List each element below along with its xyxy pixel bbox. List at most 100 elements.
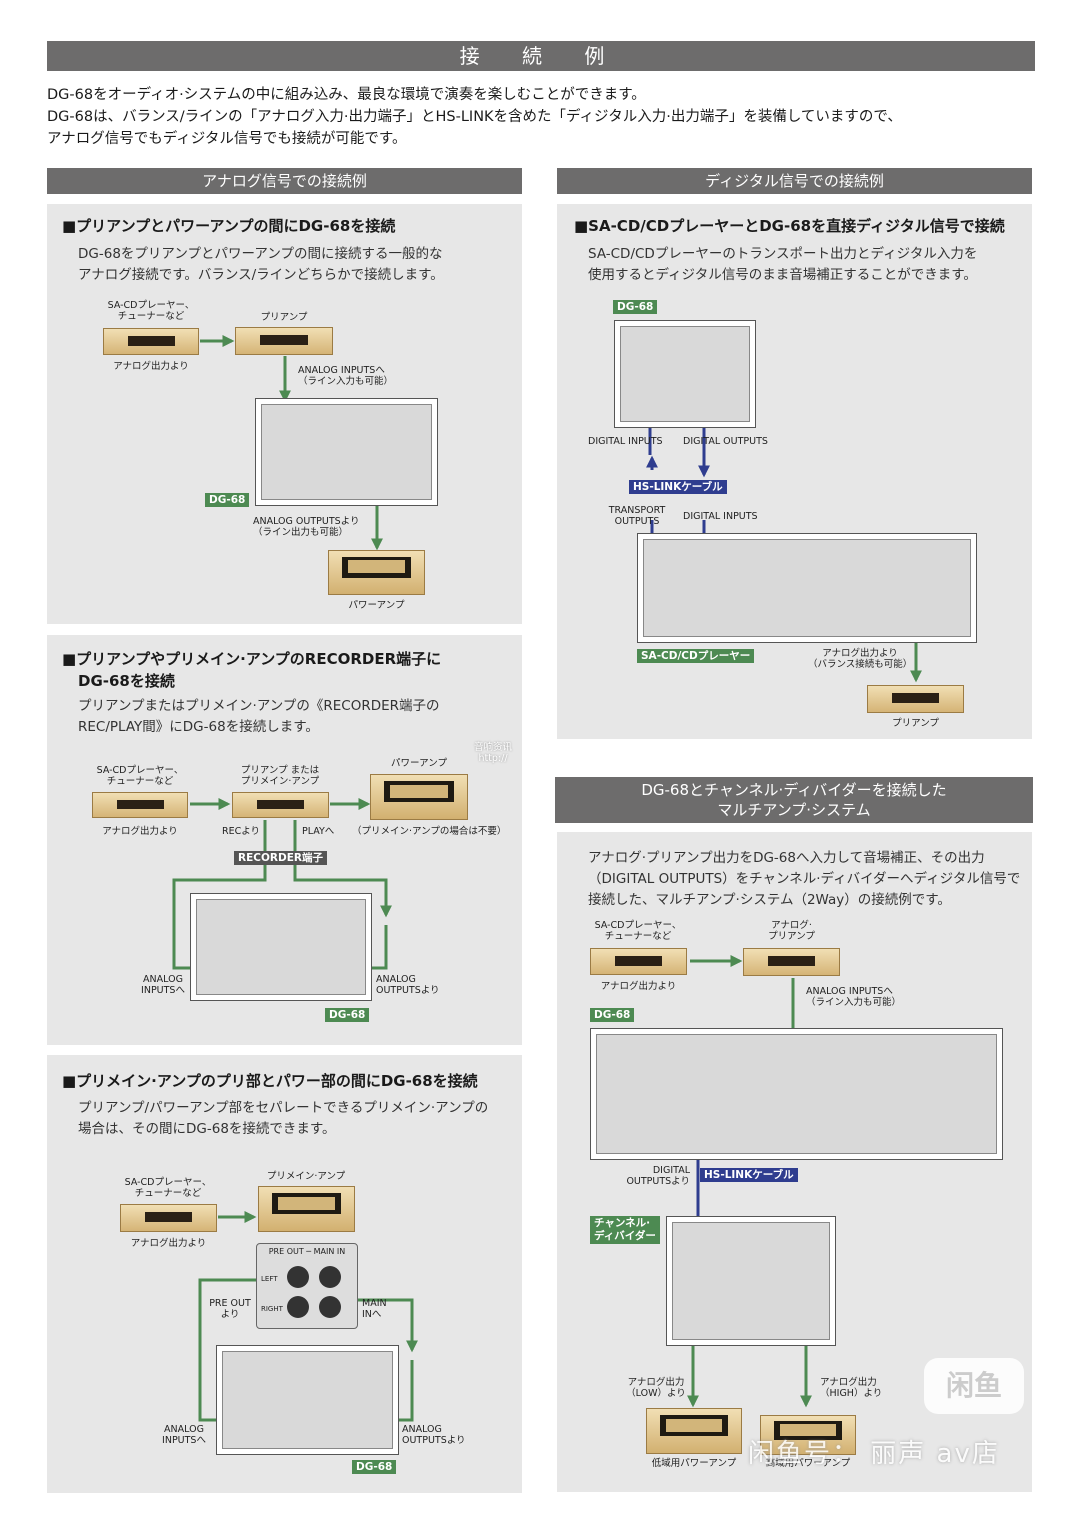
p3-mainin-line: INへ (362, 1309, 382, 1320)
multi-header-line: マルチアンプ·システム (717, 801, 871, 819)
p1-in-note-line: （ライン入力も可能） (298, 376, 394, 387)
p3-in-line: ANALOG (164, 1424, 204, 1435)
watermark-logo: 闲鱼 (924, 1358, 1024, 1414)
p1-preamp (235, 327, 333, 355)
watermark-text: 闲鱼号： 丽声 av店 (748, 1439, 1000, 1469)
m1-preamp (743, 948, 840, 976)
p2-desc: プリアンプまたはプリメイン·アンプの《RECORDER端子の REC/PLAY間… (78, 696, 440, 738)
p2-in-line: INPUTSへ (141, 985, 185, 996)
p1-dg68-rear-panel (255, 398, 438, 506)
p3-right-label: RIGHT (261, 1305, 283, 1313)
m1-digital-out-line: DIGITAL (652, 1165, 690, 1176)
m1-source-label: SA-CDプレーヤー、 チューナーなど (588, 920, 688, 942)
p3-title: ■プリメイン·アンプのプリ部とパワー部の間にDG-68を接続 (62, 1072, 478, 1090)
p2-preamp-label: プリアンプ または プリメイン·アンプ (228, 765, 332, 787)
m1-high-power-amp (760, 1415, 856, 1455)
p3-integrated-label: プリメイン·アンプ (266, 1171, 346, 1182)
m1-low-amp-label: 低域用パワーアンプ (651, 1458, 737, 1469)
m1-preamp-label: アナログ· プリアンプ (743, 920, 840, 942)
page-title: 接 続 例 (47, 41, 1035, 71)
watermark-faint-line: http:// (478, 753, 508, 764)
p3-desc-line: 場合は、その間にDG-68を接続できます。 (78, 1121, 336, 1137)
p2-power-amp (370, 774, 468, 820)
p2-power-label: パワーアンプ (391, 758, 447, 769)
p3-left-label: LEFT (261, 1275, 278, 1283)
d1-digital-inputs-2: DIGITAL INPUTS (683, 511, 758, 522)
p1-desc-line: アナログ接続です。バランス/ラインどちらかで接続します。 (78, 267, 444, 283)
m1-divider-tag: チャンネル· ディバイダー (590, 1216, 660, 1244)
p3-in-label: ANALOG INPUTSへ (155, 1424, 213, 1446)
m1-high-amp-label: 高域用パワーアンプ (765, 1458, 851, 1469)
m1-divider-rear-panel (666, 1216, 836, 1346)
p3-mainin-line: MAIN (362, 1298, 387, 1309)
m1-hslink-tag: HS-LINKケーブル (700, 1168, 798, 1182)
analog-section-header: アナログ信号での接続例 (47, 168, 522, 194)
p3-jack-panel: PRE OUT ─ MAIN IN LEFT RIGHT (256, 1243, 358, 1329)
m1-high-out: アナログ出力 （HIGH）より (820, 1377, 882, 1399)
p3-in-line: INPUTSへ (162, 1435, 206, 1446)
d1-analog-out-line: アナログ出力より (822, 648, 898, 659)
m1-digital-out-line: OUTPUTSより (626, 1176, 690, 1187)
m1-desc-line: 接続した、マルチアンプ·システム（2Way）の接続例です。 (588, 892, 951, 908)
m1-high-out-line: アナログ出力 (820, 1377, 877, 1388)
rca-jack-icon (319, 1266, 341, 1288)
p3-source-line: SA-CDプレーヤー、 (124, 1177, 212, 1188)
p1-cd-player (103, 328, 199, 355)
p3-out-line: OUTPUTSより (402, 1435, 466, 1446)
p1-out-note-line: （ライン出力も可能） (253, 527, 349, 538)
p1-in-note-line: ANALOG INPUTSへ (298, 365, 385, 376)
d1-dg68-rear-panel (614, 320, 756, 428)
m1-digital-out: DIGITAL OUTPUTSより (618, 1165, 690, 1187)
d1-desc-line: 使用するとディジタル信号のまま音場補正することができます。 (588, 267, 977, 283)
p2-out-label: ANALOG OUTPUTSより (376, 974, 440, 996)
d1-transport-line: TRANSPORT (608, 505, 666, 516)
p2-dg68-tag: DG-68 (325, 1008, 370, 1022)
m1-divider-line: チャンネル· (594, 1217, 651, 1229)
p1-source-line: SA-CDプレーヤー、 (107, 300, 195, 311)
watermark-faint: 音响资讯 http:// (474, 742, 512, 764)
intro-text: DG-68をオーディオ·システムの中に組み込み、最良な環境で演奏を楽しむことがで… (47, 84, 1037, 150)
p2-rec-label: RECより (222, 826, 261, 837)
m1-source-line: チューナーなど (604, 931, 672, 942)
p2-preamp-line: プリメイン·アンプ (240, 776, 320, 787)
p1-power-label: パワーアンプ (348, 600, 405, 611)
p1-desc-line: DG-68をプリアンプとパワーアンプの間に接続する一般的な (78, 246, 443, 262)
intro-line: DG-68をオーディオ·システムの中に組み込み、最良な環境で演奏を楽しむことがで… (47, 87, 646, 103)
p3-mainin-label: MAIN INへ (362, 1298, 387, 1320)
p2-title-line: ■プリアンプやプリメイン·アンプのRECORDER端子に (62, 650, 442, 668)
p1-power-amp (328, 550, 425, 595)
m1-cd-player (590, 948, 687, 975)
p2-cd-player (92, 792, 188, 818)
digital-section-header: ディジタル信号での接続例 (557, 168, 1032, 194)
d1-player-tag: SA-CD/CDプレーヤー (637, 649, 755, 663)
p2-preamp-line: プリアンプ または (240, 765, 320, 776)
rca-jack-icon (287, 1266, 309, 1288)
p3-dg68-tag: DG-68 (352, 1460, 397, 1474)
p3-out-label: ANALOG OUTPUTSより (402, 1424, 466, 1446)
m1-desc-line: アナログ·プリアンプ出力をDG-68へ入力して音場補正、その出力 (588, 850, 985, 866)
p3-desc: プリアンプ/パワーアンプ部をセパレートできるプリメイン·アンプの 場合は、その間… (78, 1098, 488, 1140)
p1-source-line: チューナーなど (117, 311, 185, 322)
d1-digital-inputs: DIGITAL INPUTS (588, 436, 663, 447)
p2-desc-line: プリアンプまたはプリメイン·アンプの《RECORDER端子の (78, 698, 440, 714)
d1-desc-line: SA-CD/CDプレーヤーのトランスポート出力とディジタル入力を (588, 246, 978, 262)
p2-recorder-tag: RECORDER端子 (234, 851, 327, 865)
m1-in-note: ANALOG INPUTSへ （ライン入力も可能） (806, 986, 901, 1008)
m1-dg68-rear-panel (590, 1028, 1003, 1160)
p3-dg68-rear-panel (216, 1345, 399, 1455)
p3-source-out: アナログ出力より (130, 1238, 207, 1249)
p3-preout-line: PRE OUT (209, 1298, 251, 1309)
panel-digital-1 (557, 204, 1032, 739)
m1-low-out-line: （LOW）より (626, 1388, 686, 1399)
p2-out-line: OUTPUTSより (376, 985, 440, 996)
m1-in-note-line: ANALOG INPUTSへ (806, 986, 893, 997)
p3-preout-label: PRE OUT より (208, 1298, 252, 1320)
p1-dg68-tag: DG-68 (205, 493, 250, 507)
d1-preamp (867, 685, 964, 713)
rca-jack-icon (287, 1296, 309, 1318)
m1-dg68-tag: DG-68 (590, 1008, 635, 1022)
p2-desc-line: REC/PLAY間》にDG-68を接続します。 (78, 719, 319, 735)
m1-low-out-line: アナログ出力 (627, 1377, 685, 1388)
m1-desc: アナログ·プリアンプ出力をDG-68へ入力して音場補正、その出力 （DIGITA… (588, 848, 1020, 911)
watermark-faint-line: 音响资讯 (474, 742, 513, 753)
